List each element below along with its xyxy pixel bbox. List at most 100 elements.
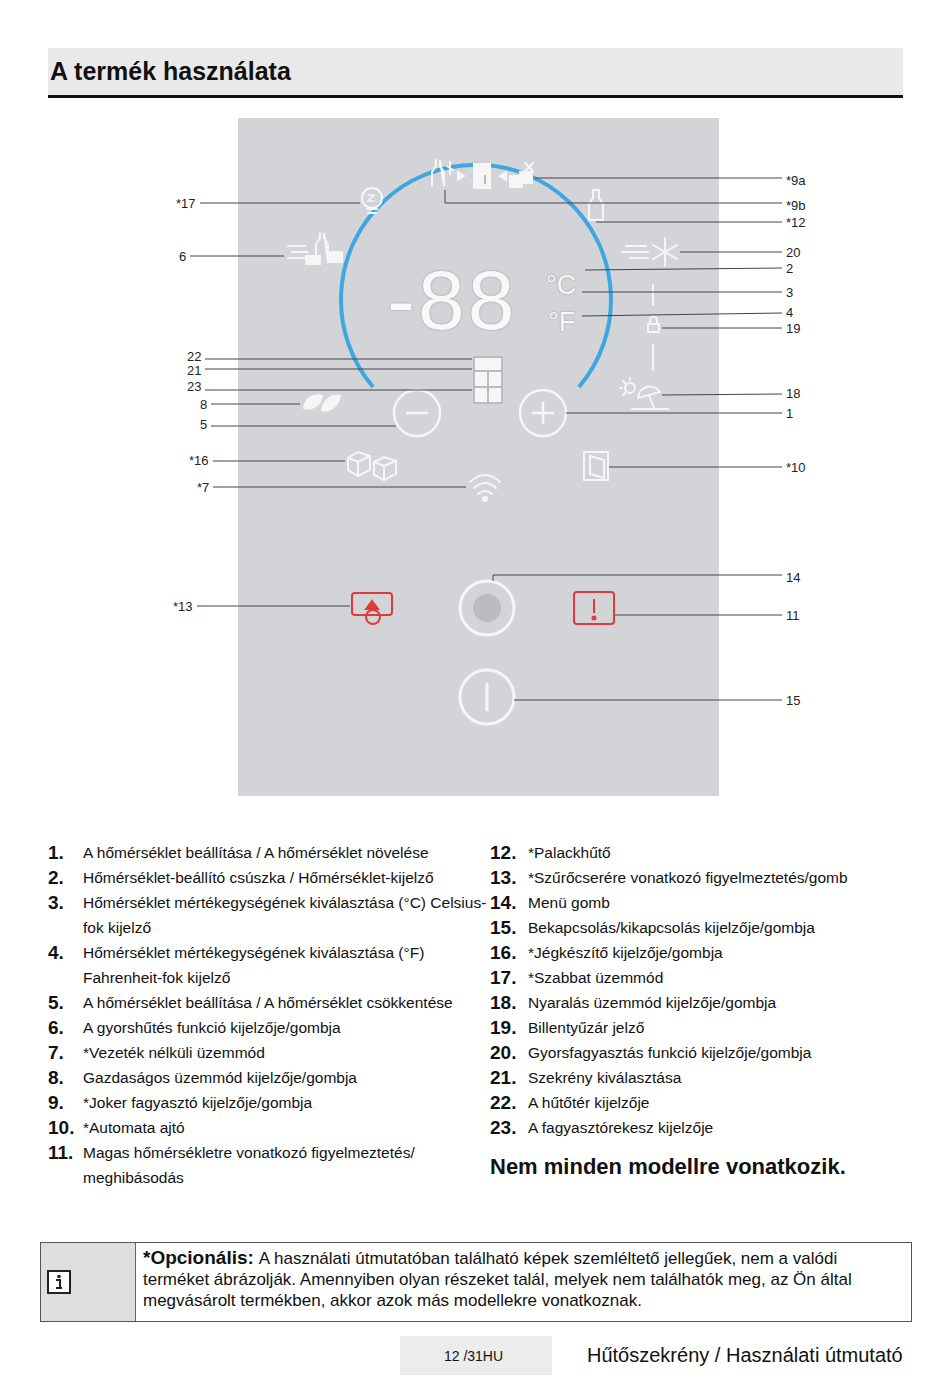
item-number: 16. (490, 940, 528, 965)
legend-item: 1.A hőmérséklet beállítása / A hőmérsékl… (48, 840, 488, 865)
note-box: *Opcionális:A használati útmutatóban tal… (40, 1242, 912, 1322)
item-number: 5. (48, 990, 83, 1015)
callout-number: *9b (786, 198, 806, 213)
item-number: 18. (490, 990, 528, 1015)
panel-icons (288, 160, 677, 724)
item-number: 17. (490, 965, 528, 990)
callout-number: 14 (786, 570, 800, 585)
callout-number: *7 (197, 480, 209, 495)
page-number-box: 12 /31HU (400, 1336, 552, 1375)
callout-number: 8 (200, 397, 207, 412)
item-text: *Palackhűtő (528, 840, 905, 865)
callout-number: 19 (786, 321, 800, 336)
item-text: A fagyasztórekesz kijelzője (528, 1115, 905, 1140)
callout-number: 22 (187, 349, 201, 364)
item-text: *Jégkészítő kijelzője/gombja (528, 940, 905, 965)
callout-number: *10 (786, 460, 806, 475)
callout-number: 20 (786, 245, 800, 260)
legend-item: 23.A fagyasztórekesz kijelzője (490, 1115, 905, 1140)
legend-item: 22.A hűtőtér kijelzője (490, 1090, 905, 1115)
item-number: 3. (48, 890, 83, 915)
item-text: Gyorsfagyasztás funkció kijelzője/gombja (528, 1040, 905, 1065)
callout-number: 1 (786, 406, 793, 421)
item-number: 21. (490, 1065, 528, 1090)
legend-item: 2.Hőmérséklet-beállító csúszka / Hőmérsé… (48, 865, 488, 890)
item-number: 14. (490, 890, 528, 915)
legend-item: 5.A hőmérséklet beállítása / A hőmérsékl… (48, 990, 488, 1015)
item-text: Gazdaságos üzemmód kijelzője/gombja (83, 1065, 488, 1090)
legend-item: 8.Gazdaságos üzemmód kijelzője/gombja (48, 1065, 488, 1090)
callout-number: 4 (786, 305, 793, 320)
callout-number: *16 (189, 453, 209, 468)
item-number: 23. (490, 1115, 528, 1140)
callout-number: 11 (786, 608, 800, 623)
item-number: 10. (48, 1115, 83, 1140)
item-text: *Szűrőcserére vonatkozó figyelmeztetés/g… (528, 865, 905, 890)
item-text: Magas hőmérsékletre vonatkozó figyelmezt… (83, 1140, 488, 1190)
item-number: 2. (48, 865, 83, 890)
item-number: 9. (48, 1090, 83, 1115)
item-number: 13. (490, 865, 528, 890)
item-number: 7. (48, 1040, 83, 1065)
legend-item: 10.*Automata ajtó (48, 1115, 488, 1140)
item-text: *Automata ajtó (83, 1115, 488, 1140)
panel-background (238, 118, 719, 796)
item-text: Hőmérséklet mértékegységének kiválasztás… (83, 890, 488, 940)
callout-number: *9a (786, 173, 806, 188)
callout-number: 15 (786, 693, 800, 708)
item-number: 1. (48, 840, 83, 865)
info-icon (44, 1267, 74, 1297)
item-text: A hőmérséklet beállítása / A hőmérséklet… (83, 990, 488, 1015)
leader-lines (190, 178, 782, 700)
item-text: A gyorshűtés funkció kijelzője/gombja (83, 1015, 488, 1040)
legend-item: 16.*Jégkészítő kijelzője/gombja (490, 940, 905, 965)
legend-item: 21.Szekrény kiválasztása (490, 1065, 905, 1090)
legend-item: 4.Hőmérséklet mértékegységének kiválaszt… (48, 940, 488, 990)
callout-number: 18 (786, 386, 800, 401)
legend-item: 9.*Joker fagyasztó kijelzője/gombja (48, 1090, 488, 1115)
item-number: 12. (490, 840, 528, 865)
callout-number: *13 (173, 599, 193, 614)
title-band: A termék használata (48, 48, 903, 98)
fahrenheit-unit: °F (548, 309, 575, 336)
item-text: Bekapcsolás/kikapcsolás kijelzője/gombja (528, 915, 905, 940)
item-text: *Joker fagyasztó kijelzője/gombja (83, 1090, 488, 1115)
celsius-unit: °C (546, 272, 576, 299)
legend-item: 7.*Vezeték nélküli üzemmód (48, 1040, 488, 1065)
page-title: A termék használata (48, 48, 903, 95)
item-number: 6. (48, 1015, 83, 1040)
callout-number: *17 (176, 196, 196, 211)
legend-column: 1.A hőmérséklet beállítása / A hőmérsékl… (48, 840, 488, 1190)
legend-item: 17.*Szabbat üzemmód (490, 965, 905, 990)
item-number: 22. (490, 1090, 528, 1115)
callout-number: 21 (187, 363, 201, 378)
legend-item: 19.Billentyűzár jelző (490, 1015, 905, 1040)
item-number: 8. (48, 1065, 83, 1090)
display-digits: -88 (387, 258, 517, 342)
item-text: Hőmérséklet-beállító csúszka / Hőmérsékl… (83, 865, 488, 890)
item-text: Szekrény kiválasztása (528, 1065, 905, 1090)
legend-item: 18.Nyaralás üzemmód kijelzője/gombja (490, 990, 905, 1015)
item-text: *Szabbat üzemmód (528, 965, 905, 990)
model-note: Nem minden modellre vonatkozik. (490, 1154, 846, 1180)
callout-number: *12 (786, 215, 806, 230)
item-text: Nyaralás üzemmód kijelzője/gombja (528, 990, 905, 1015)
legend-item: 20.Gyorsfagyasztás funkció kijelzője/gom… (490, 1040, 905, 1065)
item-text: Billentyűzár jelző (528, 1015, 905, 1040)
item-text: A hőmérséklet beállítása / A hőmérséklet… (83, 840, 488, 865)
legend-item: 11.Magas hőmérsékletre vonatkozó figyelm… (48, 1140, 488, 1190)
item-number: 20. (490, 1040, 528, 1065)
node-text: 12 /31HU (444, 1348, 503, 1364)
note-heading: *Opcionális: (143, 1247, 254, 1268)
item-text: Hőmérséklet mértékegységének kiválasztás… (83, 940, 488, 990)
legend-item: 15.Bekapcsolás/kikapcsolás kijelzője/gom… (490, 915, 905, 940)
legend-item: 6.A gyorshűtés funkció kijelzője/gombja (48, 1015, 488, 1040)
callout-number: 3 (786, 285, 793, 300)
callout-number: 2 (786, 261, 793, 276)
item-number: 4. (48, 940, 83, 965)
temperature-arc (341, 165, 611, 387)
legend-column: 12.*Palackhűtő13.*Szűrőcserére vonatkozó… (490, 840, 905, 1140)
legend-item: 12.*Palackhűtő (490, 840, 905, 865)
legend-item: 14.Menü gomb (490, 890, 905, 915)
